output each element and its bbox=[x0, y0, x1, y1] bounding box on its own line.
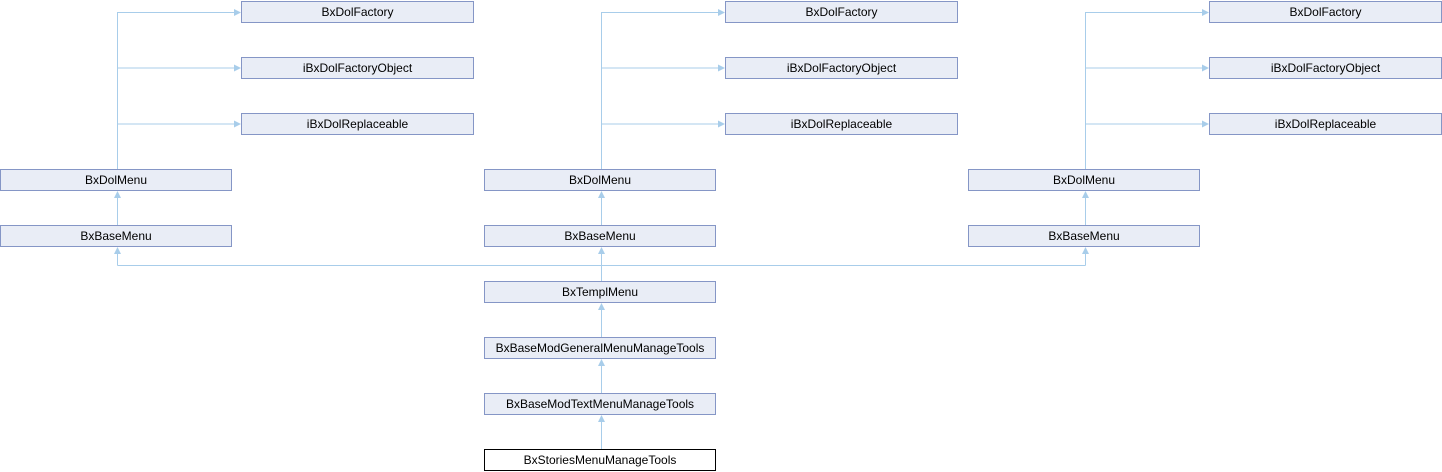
node-ibxdolreplaceable-right[interactable]: iBxDolReplaceable bbox=[1209, 113, 1442, 135]
arrowhead-right-factoryobject bbox=[1202, 64, 1209, 72]
node-bxdolmenu-middle[interactable]: BxDolMenu bbox=[484, 169, 716, 191]
arrowhead-right-replaceable bbox=[1202, 120, 1209, 128]
node-bxdolfactory-left[interactable]: BxDolFactory bbox=[241, 1, 474, 23]
node-bxbasemenu-left[interactable]: BxBaseMenu bbox=[0, 225, 232, 247]
edge-mid-dolmenu-to-factory bbox=[601, 12, 718, 169]
node-ibxdolfactoryobject-middle[interactable]: iBxDolFactoryObject bbox=[725, 57, 958, 79]
node-bxbasemenu-right[interactable]: BxBaseMenu bbox=[968, 225, 1200, 247]
node-bxstoriesmenumanagetools-focus: BxStoriesMenuManageTools bbox=[484, 449, 716, 471]
arrowhead-generaltools bbox=[598, 359, 605, 366]
node-bxdolfactory-middle[interactable]: BxDolFactory bbox=[725, 1, 958, 23]
arrowhead-left-factory bbox=[234, 9, 241, 16]
arrowhead-left-factoryobject bbox=[234, 64, 241, 72]
node-bxbasemodgeneralmenumanagetools[interactable]: BxBaseModGeneralMenuManageTools bbox=[484, 337, 716, 359]
arrowhead-left-replaceable bbox=[234, 120, 241, 128]
arrowhead-mid-basemenu bbox=[598, 247, 605, 254]
arrowhead-texttools bbox=[598, 415, 605, 422]
node-ibxdolreplaceable-left[interactable]: iBxDolReplaceable bbox=[241, 113, 474, 135]
arrowhead-templmenu bbox=[598, 303, 605, 310]
node-bxbasemodtextmenumanagetools[interactable]: BxBaseModTextMenuManageTools bbox=[484, 393, 716, 415]
node-bxdolmenu-left[interactable]: BxDolMenu bbox=[0, 169, 232, 191]
node-bxdolmenu-right[interactable]: BxDolMenu bbox=[968, 169, 1200, 191]
edges-right-group bbox=[1082, 9, 1209, 266]
arrowhead-mid-replaceable bbox=[718, 120, 725, 128]
arrowhead-mid-factoryobject bbox=[718, 64, 725, 72]
node-bxbasemenu-middle[interactable]: BxBaseMenu bbox=[484, 225, 716, 247]
edges-middle-group bbox=[598, 9, 725, 449]
node-bxtemplmenu[interactable]: BxTemplMenu bbox=[484, 281, 716, 303]
node-ibxdolfactoryobject-left[interactable]: iBxDolFactoryObject bbox=[241, 57, 474, 79]
arrowhead-left-basemenu bbox=[114, 247, 121, 254]
node-bxdolfactory-right[interactable]: BxDolFactory bbox=[1209, 1, 1442, 23]
edges-left-group bbox=[114, 9, 241, 266]
arrowhead-right-factory bbox=[1202, 9, 1209, 16]
arrowhead-mid-factory bbox=[718, 9, 725, 16]
arrowhead-left-dolmenu bbox=[114, 191, 121, 198]
arrowhead-mid-dolmenu bbox=[598, 191, 605, 198]
node-ibxdolreplaceable-middle[interactable]: iBxDolReplaceable bbox=[725, 113, 958, 135]
edge-left-dolmenu-to-factory bbox=[117, 12, 234, 169]
edge-right-dolmenu-to-factory bbox=[1085, 12, 1202, 169]
node-ibxdolfactoryobject-right[interactable]: iBxDolFactoryObject bbox=[1209, 57, 1442, 79]
arrowhead-right-dolmenu bbox=[1082, 191, 1089, 198]
arrowhead-right-basemenu bbox=[1082, 247, 1089, 254]
